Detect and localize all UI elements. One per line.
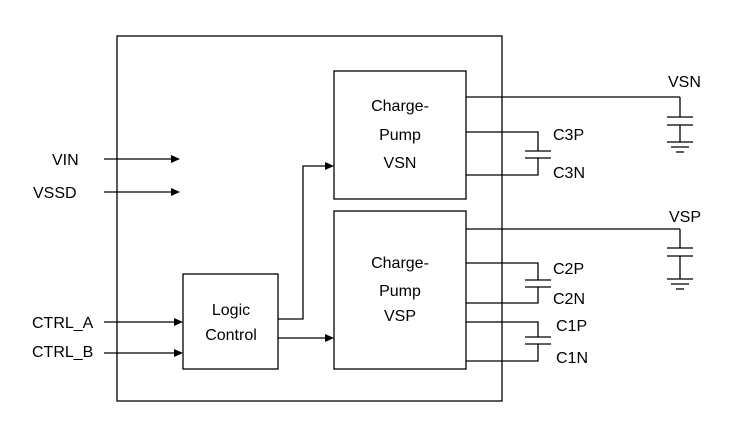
charge-pump-vsn-line2: Pump bbox=[379, 127, 421, 144]
vsn-ground-icon bbox=[667, 141, 693, 153]
c1p-label: C1P bbox=[556, 318, 587, 335]
charge-pump-vsn-block bbox=[333, 70, 467, 200]
ctrl-a-label: CTRL_A bbox=[32, 315, 94, 332]
vssd-label: VSSD bbox=[33, 185, 77, 202]
logic-to-vsp-arrowhead bbox=[325, 334, 334, 342]
vsp-ground-icon bbox=[667, 278, 693, 290]
vsp-output-capacitor bbox=[667, 229, 693, 279]
charge-pump-vsn-line3: VSN bbox=[384, 155, 417, 172]
charge-pump-vsn-line1: Charge- bbox=[371, 98, 429, 115]
charge-pump-vsp-line1: Charge- bbox=[371, 255, 429, 272]
logic-to-vsn-wire bbox=[278, 165, 326, 320]
logic-to-vsn-arrowhead bbox=[325, 162, 334, 170]
vsn-output-label: VSN bbox=[668, 74, 701, 91]
c3n-label: C3N bbox=[553, 165, 585, 182]
c3p-label: C3P bbox=[553, 127, 584, 144]
c1-capacitor bbox=[466, 321, 551, 362]
c2-capacitor bbox=[466, 262, 551, 304]
ctrl-b-label: CTRL_B bbox=[32, 344, 93, 361]
vin-label: VIN bbox=[52, 152, 79, 169]
charge-pump-vsp-block bbox=[333, 210, 467, 370]
logic-control-block bbox=[182, 273, 279, 370]
c1n-label: C1N bbox=[556, 350, 588, 367]
logic-control-label-line1: Logic bbox=[212, 302, 250, 319]
vsn-output-capacitor bbox=[667, 97, 693, 142]
vin-arrowhead bbox=[171, 155, 180, 163]
c2p-label: C2P bbox=[553, 261, 584, 278]
vsp-output-label: VSP bbox=[669, 209, 701, 226]
charge-pump-vsp-line3: VSP bbox=[384, 308, 416, 325]
c2n-label: C2N bbox=[553, 291, 585, 308]
vssd-arrowhead bbox=[171, 188, 180, 196]
c3-capacitor bbox=[466, 131, 551, 176]
charge-pump-vsp-line2: Pump bbox=[379, 283, 421, 300]
ctrl-a-arrowhead bbox=[174, 318, 183, 326]
ctrl-b-arrowhead bbox=[174, 349, 183, 357]
logic-control-label-line2: Control bbox=[205, 327, 257, 344]
